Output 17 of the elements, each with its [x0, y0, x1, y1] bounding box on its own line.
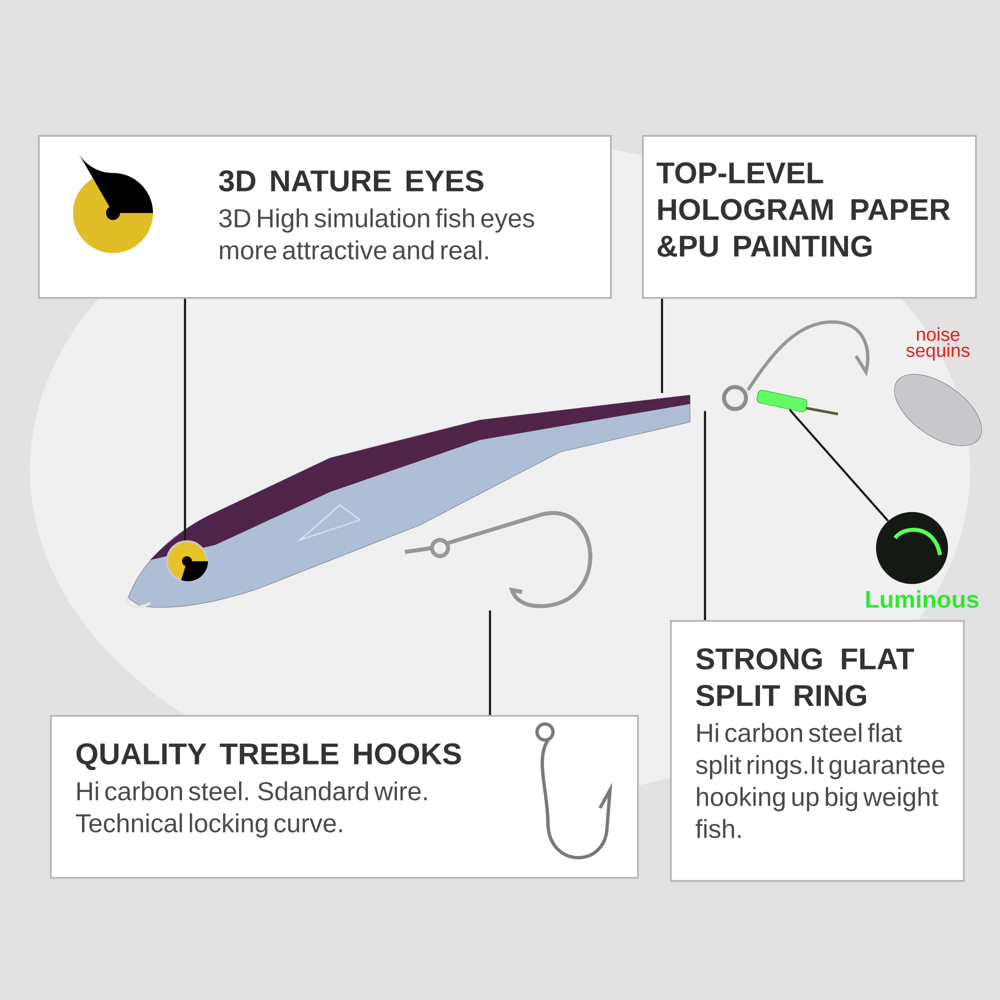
- luminous-inset: [876, 512, 948, 584]
- leader-line: [184, 298, 186, 540]
- luminous-tube: [756, 390, 808, 412]
- callout-box: TOP-LEVEL HOLOGRAM PAPER &PU PAINTING: [642, 135, 977, 299]
- lure-drawing: [126, 394, 690, 608]
- split-ring: [722, 385, 748, 411]
- leader-line: [788, 408, 889, 522]
- hook-drawing: [403, 511, 592, 608]
- annotation-text: noise sequins: [906, 327, 970, 361]
- callout-box: QUALITY TREBLE HOOKS Hi carbon steel. Sdandard wire. Technical locking curve.: [50, 715, 639, 879]
- callout-box: 3D NATURE EYES 3D High simulation fish eyes more attractive and real.: [38, 135, 612, 299]
- luminous-text: Luminous: [866, 590, 978, 608]
- leader-line: [660, 298, 664, 393]
- leader-line: [488, 610, 492, 715]
- leader-line: [704, 411, 706, 620]
- eye-drawing: [166, 540, 208, 582]
- callout-box: STRONG FLAT SPLIT RING Hi carbon steel flat split rings.It guarantee hooking up big weight fish.: [670, 620, 965, 882]
